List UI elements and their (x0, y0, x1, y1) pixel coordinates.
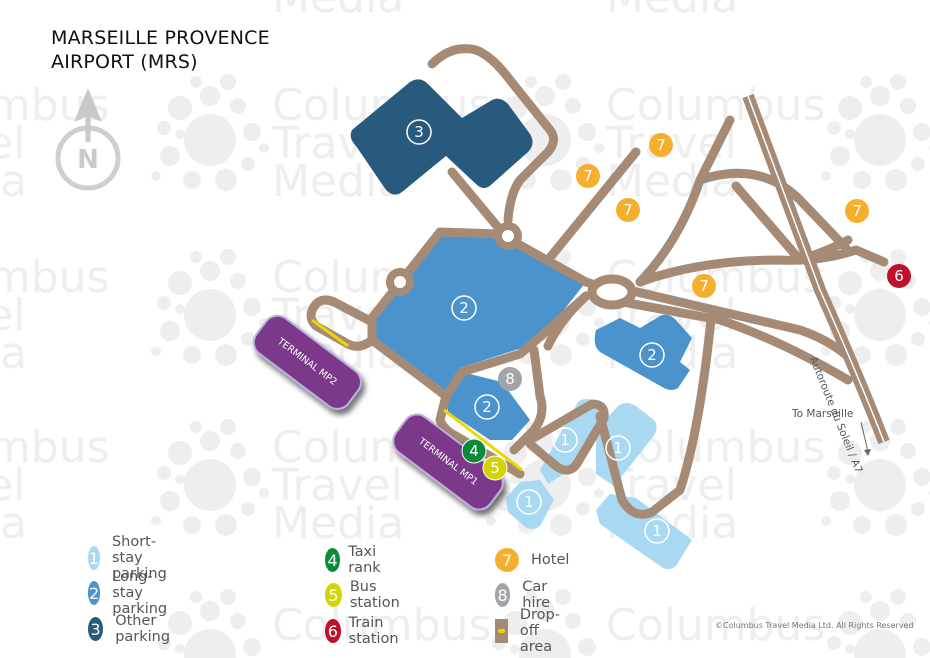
legend-item-car-hire: 8 Car hire (495, 579, 559, 611)
copyright: ©Columbus Travel Media Ltd. All Rights R… (715, 621, 914, 630)
dropoff-icon (495, 619, 508, 643)
train-icon: 6 (325, 619, 341, 643)
other-parking-marker[interactable]: 3 (406, 119, 432, 145)
hotel-marker[interactable]: 7 (616, 198, 640, 222)
svg-text:6: 6 (894, 267, 904, 285)
short-stay-marker[interactable]: 1 (552, 427, 578, 453)
svg-text:2: 2 (482, 398, 492, 416)
title-line-1: MARSEILLE PROVENCE (51, 27, 270, 49)
hotel-marker[interactable]: 7 (576, 164, 600, 188)
svg-text:vel: vel (0, 460, 25, 511)
map-markers: 3 2 2 2 1 1 1 1 4 5 6 7 7 7 7 7 8 (406, 119, 911, 544)
short-stay-marker[interactable]: 1 (516, 489, 542, 515)
long-stay-marker[interactable]: 2 (451, 295, 477, 321)
svg-text:2: 2 (459, 299, 469, 317)
svg-text:Columbus: Columbus (606, 600, 825, 651)
road-network (306, 44, 890, 519)
other-parking-icon: 3 (88, 617, 104, 641)
legend-item-train: 6 Train station (325, 615, 407, 647)
svg-text:3: 3 (414, 123, 424, 141)
svg-text:vel: vel (0, 290, 25, 341)
hotel-icon: 7 (495, 548, 519, 572)
legend-item-long-stay: 2 Long-stay parking (88, 569, 168, 617)
svg-text:7: 7 (699, 277, 709, 295)
hotel-marker[interactable]: 7 (692, 274, 716, 298)
long-stay-marker[interactable]: 2 (639, 342, 665, 368)
legend-item-taxi: 4 Taxi rank (325, 544, 389, 576)
svg-text:dia: dia (0, 156, 27, 207)
svg-text:2: 2 (647, 346, 657, 364)
legend-item-hotel: 7 Hotel (495, 547, 569, 573)
long-stay-icon: 2 (88, 581, 101, 605)
svg-text:1: 1 (613, 439, 623, 457)
short-stay-icon: 1 (88, 546, 100, 570)
short-stay-marker[interactable]: 1 (644, 518, 670, 544)
svg-text:umbus: umbus (0, 422, 110, 473)
title-line-2: AIRPORT (MRS) (51, 51, 198, 73)
bus-icon: 5 (325, 583, 342, 607)
bus-station-marker[interactable]: 5 (482, 455, 508, 481)
to-marseille-label: To Marseille (792, 408, 854, 420)
svg-text:4: 4 (469, 442, 479, 460)
long-stay-parking-areas[interactable] (372, 232, 692, 440)
legend-item-dropoff: Drop-off area (495, 607, 571, 655)
legend-item-short-stay: 1 Short-stay parking (88, 534, 167, 582)
svg-text:Columbus: Columbus (272, 600, 491, 651)
svg-text:7: 7 (656, 136, 666, 154)
svg-text:dia: dia (0, 328, 27, 379)
svg-text:7: 7 (852, 202, 862, 220)
taxi-icon: 4 (325, 548, 341, 572)
svg-text:1: 1 (652, 522, 662, 540)
svg-text:umbus: umbus (0, 252, 110, 303)
svg-text:1: 1 (524, 493, 534, 511)
car-hire-icon: 8 (495, 583, 511, 607)
svg-text:Media: Media (272, 498, 404, 549)
train-station-marker[interactable]: 6 (887, 264, 911, 288)
car-hire-marker[interactable]: 8 (498, 367, 522, 391)
svg-text:7: 7 (583, 167, 593, 185)
svg-text:vel: vel (0, 118, 25, 169)
svg-text:7: 7 (623, 201, 633, 219)
svg-text:1: 1 (560, 431, 570, 449)
svg-text:Media: Media (606, 0, 738, 23)
hotel-marker[interactable]: 7 (649, 133, 673, 157)
short-stay-marker[interactable]: 1 (605, 435, 631, 461)
hotel-marker[interactable]: 7 (845, 199, 869, 223)
svg-text:Columbus: Columbus (606, 80, 825, 131)
long-stay-marker[interactable]: 2 (474, 394, 500, 420)
svg-text:Media: Media (272, 0, 404, 23)
svg-text:dia: dia (0, 498, 27, 549)
other-parking-area[interactable] (350, 79, 533, 195)
legend-item-bus: 5 Bus station (325, 579, 407, 611)
svg-text:8: 8 (505, 370, 515, 388)
svg-text:N: N (77, 145, 99, 175)
legend-item-other-parking: 3 Other parking (88, 613, 179, 645)
svg-text:5: 5 (490, 459, 500, 477)
page-title: MARSEILLE PROVENCE AIRPORT (MRS) (51, 26, 270, 74)
taxi-rank-marker[interactable]: 4 (461, 438, 487, 464)
svg-text:Travel: Travel (271, 460, 403, 511)
north-arrow-icon: N (55, 88, 121, 191)
